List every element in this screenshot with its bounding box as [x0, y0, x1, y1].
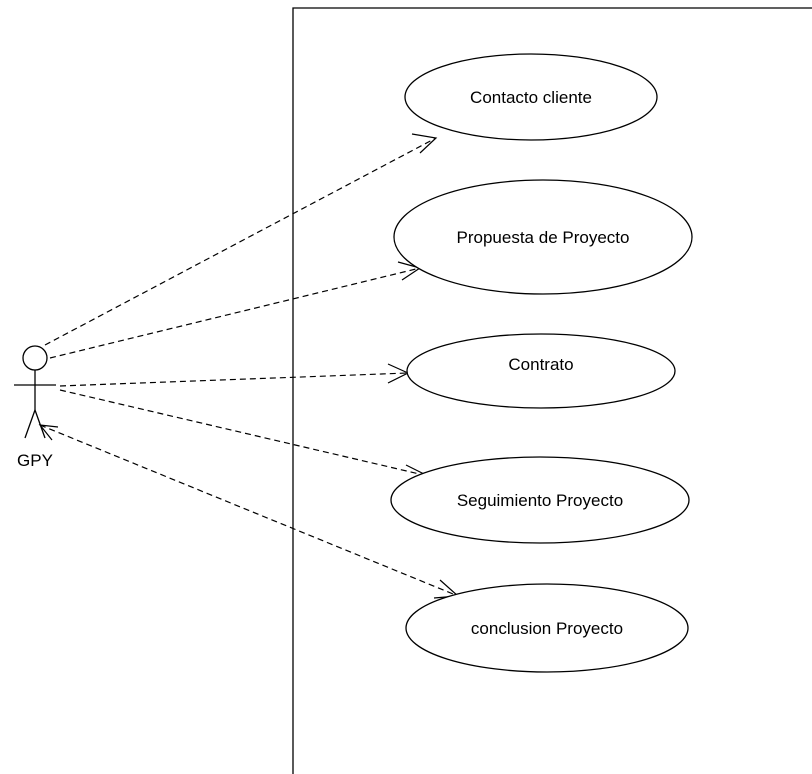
link-contacto-cliente: [44, 137, 437, 346]
actor-gpy[interactable]: GPY: [14, 345, 56, 470]
link-contrato: [59, 372, 409, 387]
link-seguimiento: [59, 389, 429, 477]
dependency-links: [38, 133, 460, 599]
actor-right-leg: [34, 409, 46, 439]
link-conclusion: [39, 424, 459, 597]
use-case-contacto-cliente[interactable]: Contacto cliente: [404, 53, 658, 141]
use-case-label: Contacto cliente: [470, 88, 592, 107]
use-case-ellipse: [404, 53, 658, 141]
arrowhead-actor: [38, 424, 59, 441]
use-case-label: conclusion Proyecto: [471, 619, 623, 638]
use-case-propuesta-de-proyecto[interactable]: Propuesta de Proyecto: [393, 179, 693, 295]
arrowhead-contacto-cliente: [411, 133, 438, 154]
system-boundary: [292, 7, 812, 774]
use-case-label: Contrato: [508, 355, 573, 374]
use-case-ellipse: [406, 333, 676, 409]
use-case-ellipse: [390, 456, 690, 544]
use-case-ellipse: [405, 583, 689, 673]
actor-left-leg: [24, 409, 36, 439]
use-case-label: Propuesta de Proyecto: [457, 228, 630, 247]
actor-head: [22, 345, 48, 371]
use-case-conclusion-proyecto[interactable]: conclusion Proyecto: [405, 583, 689, 673]
actor-name: GPY: [17, 451, 53, 470]
use-case-ellipse: [393, 179, 693, 295]
use-case-label: Seguimiento Proyecto: [457, 491, 623, 510]
use-case-seguimiento-proyecto[interactable]: Seguimiento Proyecto: [390, 456, 690, 544]
link-propuesta: [49, 267, 421, 359]
use-case-contrato[interactable]: Contrato: [406, 333, 676, 409]
